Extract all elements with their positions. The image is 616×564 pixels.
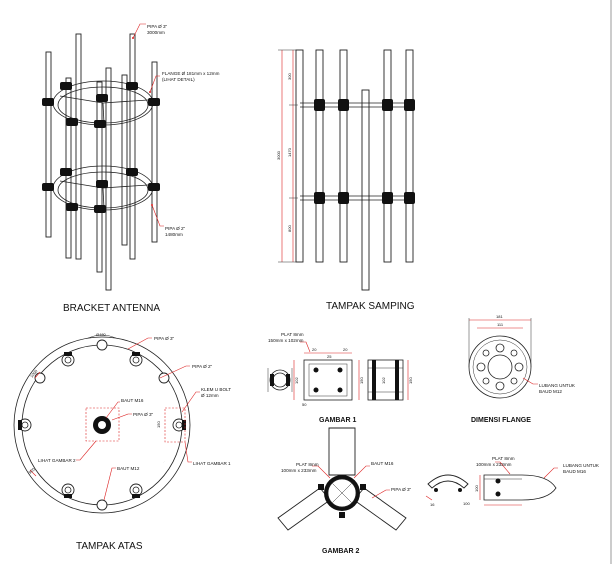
- lihat-gambar-1-label: LIHAT GAMBAR 1: [193, 461, 231, 466]
- gambar2-plat-size: 100mm x 233mm: [281, 468, 317, 473]
- g1-dim-150a: 150: [359, 377, 364, 384]
- bracket-antenna-drawing: [42, 23, 164, 291]
- side-dim-total: 3000: [276, 150, 281, 160]
- top-pipa-3-label: PIPA Ø 3": [154, 336, 175, 341]
- side-dim-middle: 1470: [287, 147, 292, 157]
- dimensi-flange-title: DIMENSI FLANGE: [471, 417, 531, 424]
- gambar2-plat-label: PLAT 8mm: [296, 462, 319, 467]
- flange-dim-outer: 181: [496, 314, 503, 319]
- bracket-antenna-title: BRACKET ANTENNA: [63, 303, 160, 314]
- side-dim-lower: 800: [287, 225, 292, 232]
- plate-plat-label: PLAT 8mm: [492, 456, 515, 461]
- flange-label: FLANGE Ø 181mm x 12mm: [162, 71, 220, 76]
- baut-m16-label: BAUT M16: [121, 398, 144, 403]
- top-diameter: Ø480: [96, 332, 107, 337]
- pipa-2-label: PIPA Ø 2": [165, 226, 186, 231]
- side-view-drawing: [278, 49, 415, 291]
- g1-dim-20b: 20: [343, 347, 348, 352]
- pipa-2-length: 1480mm: [165, 232, 183, 237]
- plate-lubang-label: LUBANG UNTUK: [563, 463, 600, 468]
- gambar-2-drawing: [277, 427, 407, 531]
- side-dim-upper: 300: [287, 73, 292, 80]
- g1-dim-25: 25: [327, 354, 332, 359]
- klem-size: Ø 12mm: [201, 393, 219, 398]
- flange-baud-label: BAUD M12: [539, 389, 562, 394]
- top-pipa-2-label: PIPA Ø 2": [192, 364, 213, 369]
- g1-dim-20a: 20: [312, 347, 317, 352]
- gambar1-plat-label: PLAT 8mm: [281, 332, 304, 337]
- tampak-samping-title: TAMPAK SAMPING: [326, 301, 415, 312]
- g1-dim-150b: 150: [408, 377, 413, 384]
- plate-plat-size: 100mm x 233mm: [476, 462, 512, 467]
- gambar-2-title: GAMBAR 2: [322, 548, 359, 555]
- gambar2-baut-label: BAUT M16: [371, 461, 394, 466]
- plate-dim-16: 16: [430, 502, 435, 507]
- g1-dim-102b: 102: [381, 377, 386, 384]
- top-dim-920: 920: [27, 466, 36, 475]
- gambar2-pipa-label: PIPA Ø 3": [391, 487, 412, 492]
- gambar-1-title: GAMBAR 1: [319, 417, 356, 424]
- top-dim-1000: 1000: [29, 368, 39, 379]
- klem-label: KLEM U BOLT: [201, 387, 231, 392]
- lihat-gambar-2-label: LIHAT GAMBAR 2: [38, 458, 76, 463]
- gambar-1-drawing: [267, 341, 409, 401]
- plate-baud-label: BAUD M16: [563, 469, 586, 474]
- gambar1-plat-size: 150mm x 102mm: [268, 338, 304, 343]
- g1-dim-102a: 102: [294, 377, 299, 384]
- plate-dim-100b: 100: [463, 501, 470, 506]
- g1-dim-50: 50: [302, 402, 307, 407]
- pipa-3-label: PIPA Ø 3": [147, 24, 168, 29]
- top-view-drawing: [13, 334, 200, 514]
- flange-dim-inner: 111: [497, 322, 504, 327]
- tampak-atas-title: TAMPAK ATAS: [76, 541, 143, 552]
- pipa-3-length: 3000mm: [147, 30, 165, 35]
- flange-detail-label: (LIHAT DETAIL): [162, 77, 195, 82]
- flange-lubang-label: LUBANG UNTUK: [539, 383, 576, 388]
- plate-dim-100: 100: [474, 485, 479, 492]
- gambar-2-plate-drawing: [425, 461, 558, 506]
- top-dim-150: 150: [156, 421, 161, 428]
- flange-drawing: [468, 318, 538, 399]
- top-pipa-3b-label: PIPA Ø 3": [133, 412, 154, 417]
- baut-m12-label: BAUT M12: [117, 466, 140, 471]
